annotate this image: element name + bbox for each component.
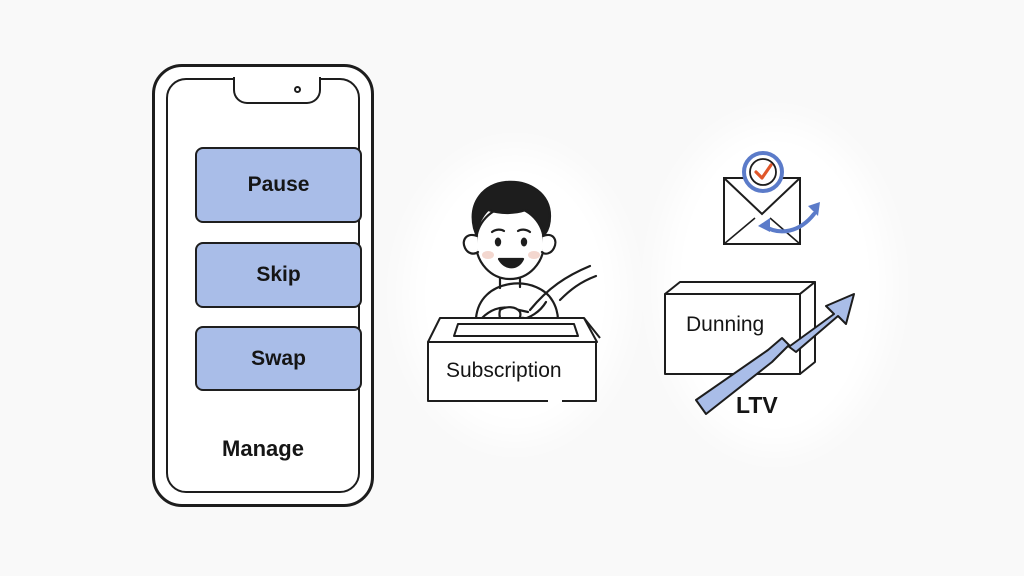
swap-button[interactable]: Swap (195, 326, 362, 391)
camera-icon (294, 86, 301, 93)
subscription-label: Subscription (446, 359, 562, 382)
phone-mockup: Pause Skip Swap Manage (152, 64, 374, 507)
person-illustration (462, 180, 598, 332)
skip-button[interactable]: Skip (195, 242, 362, 308)
pause-button[interactable]: Pause (195, 147, 362, 223)
phone-screen: Pause Skip Swap Manage (166, 77, 362, 493)
subscription-box (427, 317, 601, 403)
dunning-box (664, 281, 816, 375)
dunning-label: Dunning (686, 313, 765, 336)
manage-label: Manage (222, 436, 304, 461)
email-retry-icon (723, 151, 820, 245)
growth-arrow (695, 293, 855, 415)
phone-notch (233, 77, 321, 104)
ltv-label: LTV (736, 392, 778, 418)
